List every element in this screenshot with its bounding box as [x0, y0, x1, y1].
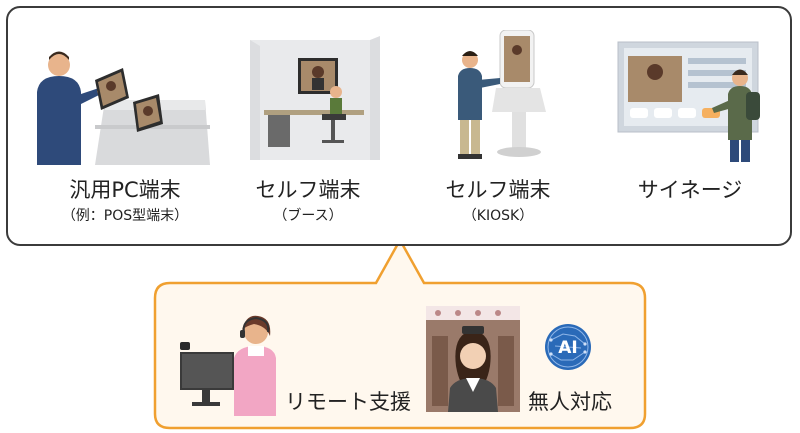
ai-badge-text: AI	[558, 338, 577, 358]
device-kiosk: セルフ端末 （KIOSK）	[408, 30, 588, 245]
device-title: セルフ端末	[255, 178, 361, 202]
signage-icon	[617, 41, 760, 162]
device-title: セルフ端末	[445, 178, 551, 202]
device-booth: セルフ端末 （ブース）	[218, 30, 398, 245]
unmanned-label: 無人対応	[528, 390, 612, 414]
remote-operator-icon	[180, 315, 276, 416]
remote-support-label: リモート支援	[285, 390, 411, 414]
device-title: 汎用PC端末	[69, 178, 181, 202]
pos-terminal-icon	[37, 51, 210, 165]
kiosk-icon	[458, 30, 546, 159]
device-title: サイネージ	[637, 178, 743, 202]
device-pos: 汎用PC端末 （例：POS型端末）	[35, 30, 215, 245]
avatar-screen-icon	[426, 306, 520, 412]
booth-icon	[250, 36, 380, 160]
device-subtitle: （ブース）	[273, 208, 343, 224]
device-subtitle: （KIOSK）	[462, 208, 534, 224]
device-subtitle: （例：POS型端末）	[61, 208, 189, 224]
device-signage: サイネージ	[600, 30, 780, 245]
ai-badge-icon: AI	[545, 324, 591, 370]
